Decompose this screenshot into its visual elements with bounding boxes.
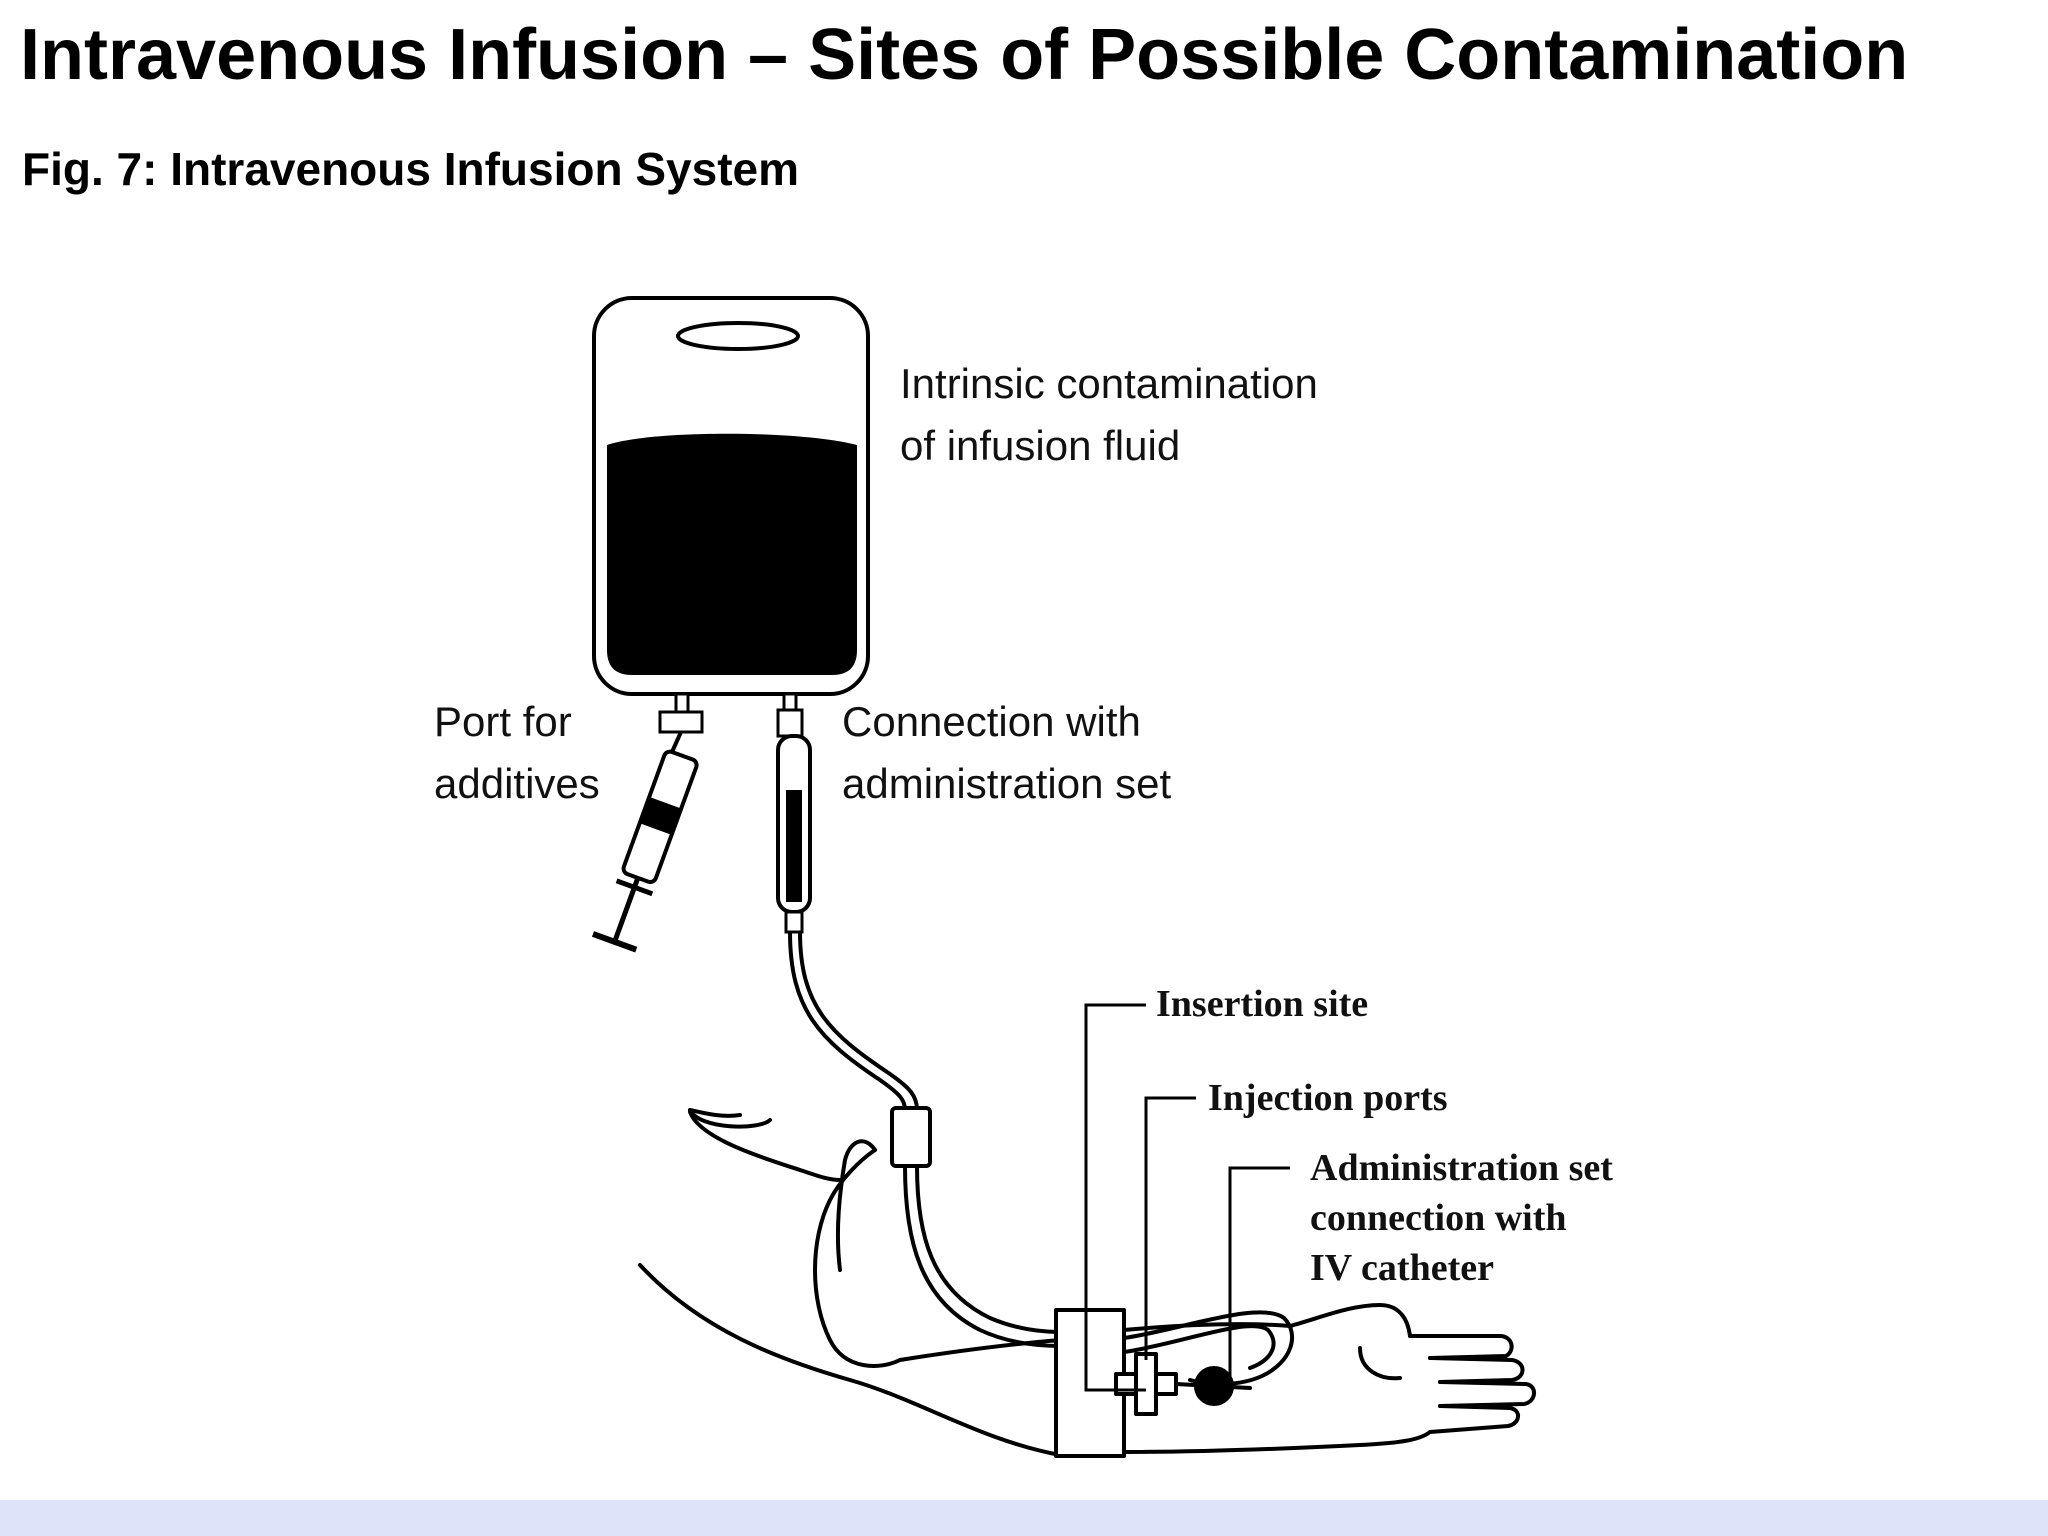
injection-ports-leader: [1146, 1098, 1196, 1360]
label-intrinsic-line1: Intrinsic contamination: [900, 360, 1318, 407]
label-connection-line2: administration set: [842, 760, 1171, 807]
iv-infusion-diagram: Intrinsic contamination of infusion flui…: [0, 0, 2048, 1500]
label-port-line2: additives: [434, 760, 600, 807]
label-connection-line1: Connection with: [842, 698, 1141, 745]
admin-set-leader: [1230, 1168, 1290, 1380]
label-port-line1: Port for: [434, 698, 572, 745]
label-intrinsic-line2: of infusion fluid: [900, 422, 1180, 469]
label-injection-ports: Injection ports: [1208, 1077, 1448, 1119]
label-admin-line1: Administration set: [1310, 1147, 1613, 1189]
label-insertion-site: Insertion site: [1156, 983, 1368, 1025]
syringe-icon: [593, 694, 704, 950]
iv-bag-icon: [594, 298, 868, 694]
label-admin-line3: IV catheter: [1310, 1247, 1494, 1289]
label-admin-line2: connection with: [1310, 1197, 1567, 1239]
footer-bar: [0, 1500, 2048, 1536]
